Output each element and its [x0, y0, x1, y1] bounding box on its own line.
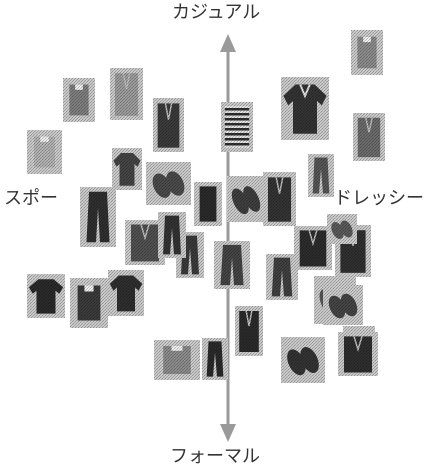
clothing-item-shirt-folded: [63, 78, 95, 122]
clothing-item-pants: [202, 338, 228, 380]
clothing-item-jacket: [153, 98, 184, 152]
axis-arrow-up-icon: [220, 34, 236, 52]
clothing-item-jacket: [338, 332, 378, 376]
clothing-item-jacket: [235, 306, 263, 356]
clothing-item-tshirt: [112, 148, 142, 190]
clothing-item-pants: [80, 187, 116, 247]
axis-arrow-down-icon: [220, 424, 236, 442]
clothing-item-sweater: [110, 68, 143, 120]
clothing-item-shirt-folded: [70, 278, 108, 328]
axis-label-dressy: ドレッシー: [334, 188, 424, 209]
axis-label-formal: フォーマル: [170, 446, 260, 467]
clothing-item-pants: [214, 241, 250, 289]
clothing-item-jacket: [294, 226, 332, 270]
clothing-item-shoes: [227, 176, 265, 222]
axis-label-sporty: スポー: [4, 188, 58, 209]
clothing-item-polo: [281, 77, 329, 140]
clothing-item-jacket: [263, 172, 296, 226]
clothing-item-shoes: [327, 214, 357, 244]
clothing-item-sweater: [353, 113, 385, 161]
clothing-item-shoes: [281, 337, 325, 383]
clothing-item-shoes: [146, 162, 191, 205]
clothing-item-striped-top: [221, 102, 253, 152]
clothing-item-shirt-folded: [351, 30, 383, 75]
clothing-item-tshirt: [27, 274, 65, 318]
clothing-item-pants: [308, 154, 334, 197]
clothing-item-shoes: [323, 285, 363, 325]
clothing-item-pants: [266, 254, 298, 300]
clothing-item-vest: [194, 182, 222, 226]
clothing-item-shirt-folded: [154, 340, 200, 380]
clothing-item-tshirt: [108, 270, 144, 316]
axis-label-casual: カジュアル: [172, 2, 261, 23]
clothing-item-shirt-folded: [27, 130, 62, 174]
clothing-item-pants: [158, 212, 186, 258]
